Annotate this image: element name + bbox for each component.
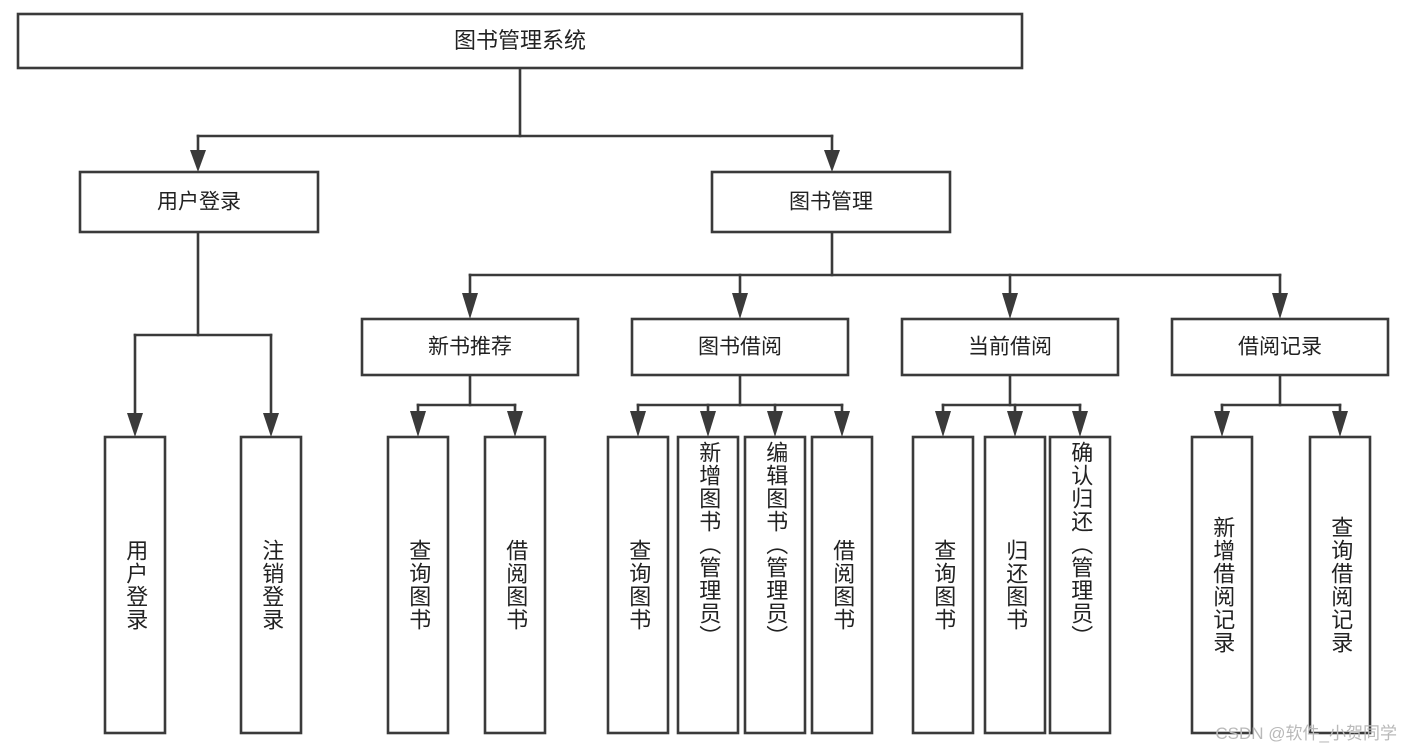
connector-userlogin-to-leaves [127,230,279,437]
connector-bookmgmt-to-level3 [462,230,1288,319]
node-current-borrow-label: 当前借阅 [968,336,1052,359]
watermark-text: CSDN @软件_小贺同学 [1215,724,1397,743]
node-root[interactable]: 图书管理系统 [16,12,1024,70]
node-book-borrow-label: 图书借阅 [698,336,782,359]
leaf-box-query-book-1[interactable] [386,435,450,735]
node-book-management-label: 图书管理 [789,191,873,214]
node-book-borrow[interactable]: 图书借阅 [630,317,850,377]
leaf-box-user-login[interactable] [103,435,167,735]
node-root-label: 图书管理系统 [454,28,586,53]
leaf-box-borrow-book-1[interactable] [483,435,547,735]
node-new-book-recommend-label: 新书推荐 [428,336,512,359]
node-book-management[interactable]: 图书管理 [710,170,952,234]
node-borrow-record-label: 借阅记录 [1238,336,1322,359]
leaf-box-borrow-book-2[interactable] [810,435,874,735]
leaf-box-confirm-return[interactable] [1048,435,1112,735]
leaf-box-logout[interactable] [239,435,303,735]
connector-root-to-level2 [190,66,840,172]
leaf-box-return-book[interactable] [983,435,1047,735]
connector-newbook-to-leaves [410,373,523,437]
connector-borrow-to-leaves [630,373,850,437]
leaf-box-add-record[interactable] [1190,435,1254,735]
leaf-box-query-record[interactable] [1308,435,1372,735]
connector-current-to-leaves [935,373,1088,437]
leaf-box-edit-book[interactable] [743,435,807,735]
node-user-login[interactable]: 用户登录 [78,170,320,234]
node-borrow-record[interactable]: 借阅记录 [1170,317,1390,377]
leaf-box-query-book-3[interactable] [911,435,975,735]
node-new-book-recommend[interactable]: 新书推荐 [360,317,580,377]
leaf-box-add-book[interactable] [676,435,740,735]
node-current-borrow[interactable]: 当前借阅 [900,317,1120,377]
leaf-box-query-book-2[interactable] [606,435,670,735]
node-user-login-label: 用户登录 [157,191,241,214]
connector-record-to-leaves [1214,373,1348,437]
leaf-boxes [103,435,1372,735]
